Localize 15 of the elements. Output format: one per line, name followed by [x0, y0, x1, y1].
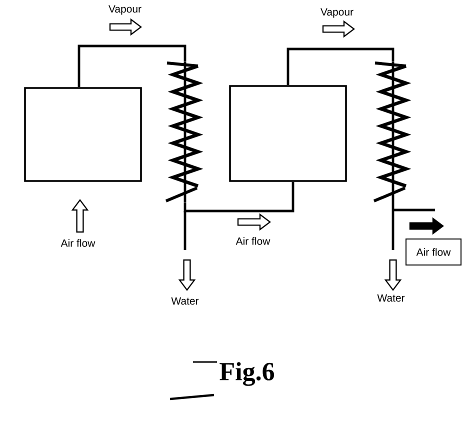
flow-label: Water [171, 297, 199, 305]
flow-label: Air flow [60, 239, 96, 247]
chamber-box [229, 85, 347, 182]
flow-label: Vapour [108, 5, 142, 15]
label-box: Air flow [406, 238, 462, 266]
pipe-line [184, 182, 294, 212]
pipe-line [286, 48, 394, 86]
pipe-line [78, 44, 186, 88]
coil-symbol [373, 62, 412, 202]
figure-caption: Fig.6 [220, 362, 274, 386]
flow-label: Water [377, 294, 405, 302]
flow-label: Air flow [236, 237, 270, 245]
chamber-box [24, 87, 142, 182]
coil-symbol [165, 62, 204, 202]
flow-label: Vapour [320, 8, 354, 18]
